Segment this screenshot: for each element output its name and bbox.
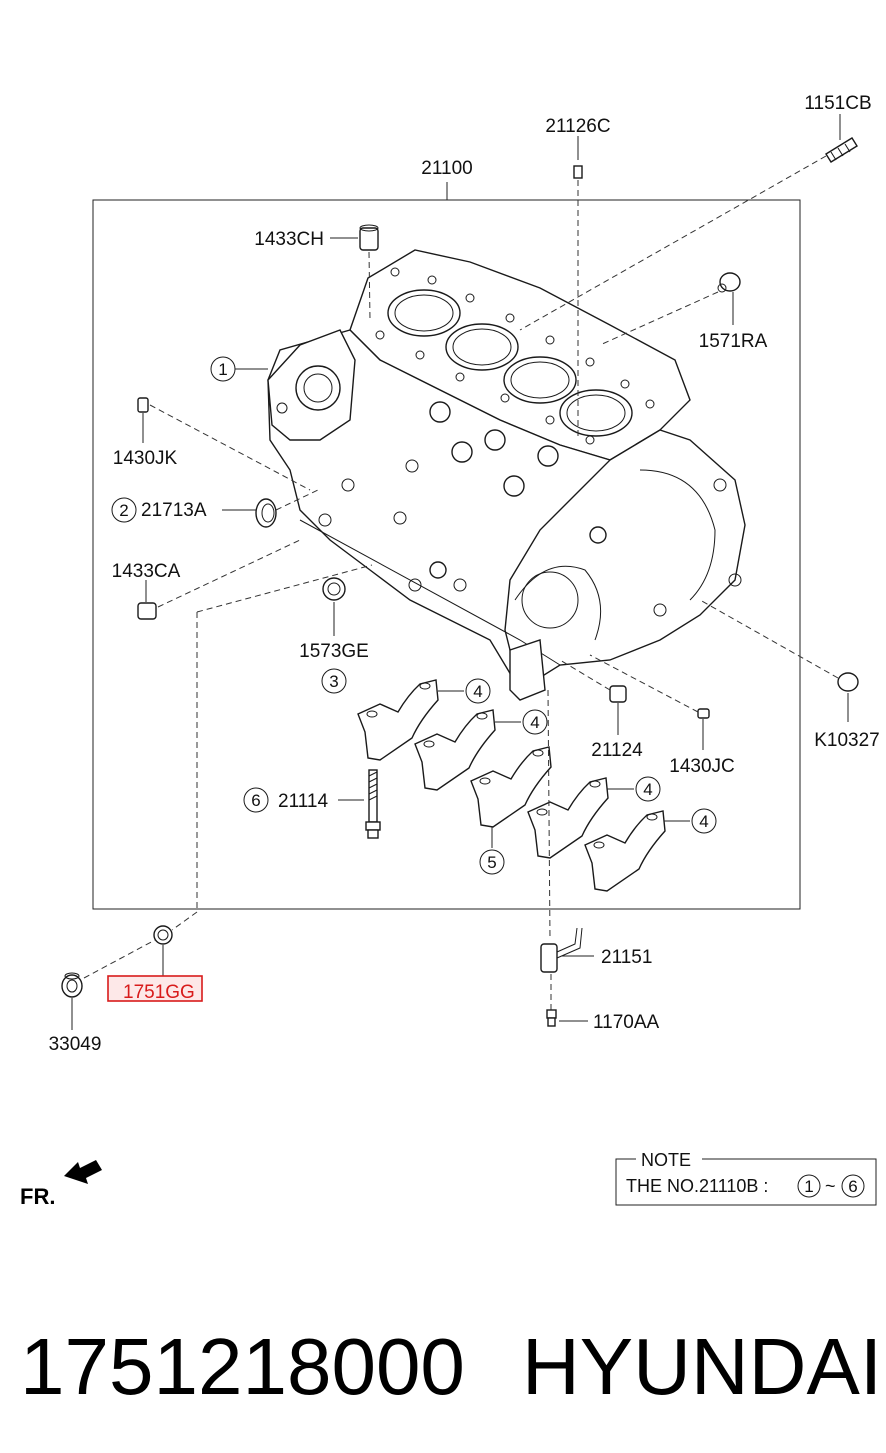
label-1430JK[interactable]: 1430JK bbox=[113, 448, 178, 469]
bolt-1170AA bbox=[546, 1009, 557, 1027]
note-range-sep: ~ bbox=[825, 1176, 836, 1196]
dowel-21126C bbox=[573, 165, 583, 179]
bearing-cap-4 bbox=[527, 777, 609, 859]
footer-part-number: 1751218000 bbox=[20, 1322, 465, 1411]
label-33049[interactable]: 33049 bbox=[49, 1034, 102, 1055]
sleeve-1433CH bbox=[359, 224, 379, 251]
label-1430JC[interactable]: 1430JC bbox=[669, 756, 735, 777]
front-arrow-icon bbox=[64, 1160, 102, 1184]
bearing-cap-5 bbox=[584, 810, 666, 892]
svg-text:4: 4 bbox=[473, 682, 482, 701]
bearing-cap-2 bbox=[414, 709, 496, 791]
sleeve-21124 bbox=[609, 685, 627, 703]
callout-6: 6 bbox=[243, 787, 269, 813]
plug-K10327 bbox=[837, 672, 859, 692]
label-21151[interactable]: 21151 bbox=[601, 947, 652, 968]
callout-3: 3 bbox=[321, 668, 347, 694]
label-1433CA[interactable]: 1433CA bbox=[112, 561, 181, 582]
bearing-cap-1 bbox=[357, 679, 439, 761]
note-text: THE NO.21110B : bbox=[626, 1176, 768, 1196]
note-box: NOTE THE NO.21110B : 1 ~ 6 bbox=[615, 1150, 877, 1206]
footer-brand: HYUNDAI bbox=[522, 1322, 882, 1411]
svg-text:2: 2 bbox=[119, 501, 128, 520]
label-1170AA[interactable]: 1170AA bbox=[593, 1012, 660, 1033]
callout-4c: 4 bbox=[635, 776, 661, 802]
oil-jet-21151 bbox=[540, 927, 583, 973]
plug-1571RA bbox=[717, 272, 741, 293]
svg-text:3: 3 bbox=[329, 672, 338, 691]
label-1571RA[interactable]: 1571RA bbox=[699, 331, 768, 352]
seal-1573GE bbox=[322, 577, 346, 601]
callout-4d: 4 bbox=[691, 808, 717, 834]
plug-33049 bbox=[61, 972, 83, 998]
label-21100[interactable]: 21100 bbox=[421, 158, 472, 179]
stud-1151CB bbox=[825, 137, 858, 163]
label-1151CB[interactable]: 1151CB bbox=[804, 93, 871, 114]
label-1751GG[interactable]: 1751GG bbox=[123, 982, 195, 1003]
pin-1430JC bbox=[697, 708, 710, 719]
callout-4b: 4 bbox=[522, 709, 548, 735]
cylinder-block bbox=[267, 249, 746, 701]
svg-text:5: 5 bbox=[487, 853, 496, 872]
svg-text:4: 4 bbox=[643, 780, 652, 799]
seal-21713A bbox=[255, 498, 277, 528]
washer-1751GG bbox=[153, 925, 173, 945]
svg-text:1: 1 bbox=[218, 360, 227, 379]
note-range-end: 6 bbox=[848, 1177, 857, 1196]
sleeve-1433CA bbox=[137, 602, 157, 620]
callout-1: 1 bbox=[210, 356, 268, 382]
note-range-start: 1 bbox=[804, 1177, 813, 1196]
callout-2: 2 bbox=[111, 497, 137, 523]
label-21114[interactable]: 21114 bbox=[278, 791, 328, 812]
svg-text:6: 6 bbox=[251, 791, 260, 810]
svg-text:4: 4 bbox=[530, 713, 539, 732]
callout-4a: 4 bbox=[465, 678, 491, 704]
label-1573GE[interactable]: 1573GE bbox=[299, 641, 369, 662]
highlight-box-1751GG bbox=[107, 975, 203, 1002]
bearing-cap-3 bbox=[470, 746, 552, 828]
bolt-21114 bbox=[365, 769, 381, 839]
pin-1430JK bbox=[137, 397, 149, 413]
label-K10327[interactable]: K10327 bbox=[814, 730, 880, 751]
note-title: NOTE bbox=[641, 1150, 691, 1170]
label-1433CH[interactable]: 1433CH bbox=[254, 229, 324, 250]
label-21713A[interactable]: 21713A bbox=[141, 500, 207, 521]
label-21126C[interactable]: 21126C bbox=[545, 116, 610, 137]
front-label: FR. bbox=[20, 1184, 55, 1209]
callout-5: 5 bbox=[479, 849, 505, 875]
svg-text:4: 4 bbox=[699, 812, 708, 831]
label-21124[interactable]: 21124 bbox=[591, 740, 643, 761]
